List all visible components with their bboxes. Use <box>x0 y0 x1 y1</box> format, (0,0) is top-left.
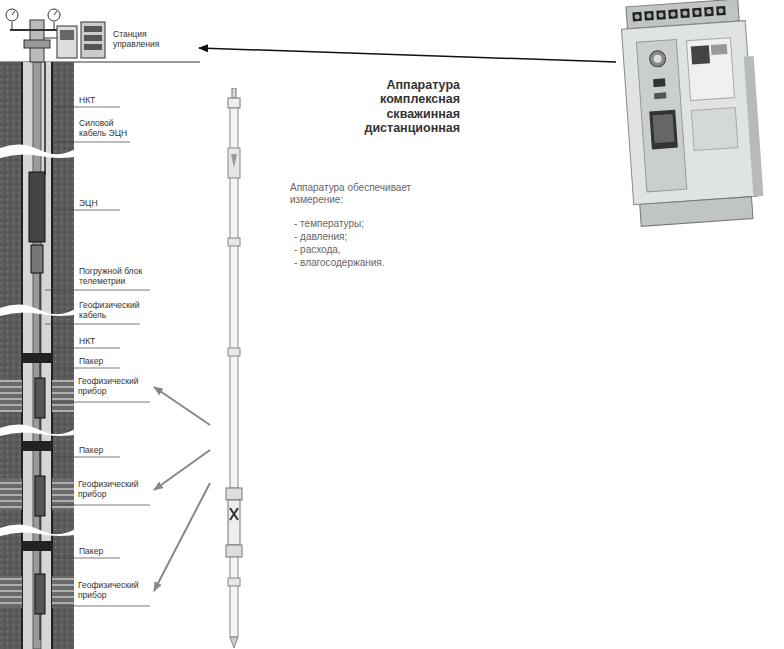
node-heading: Аппаратура обеспечивает измерение: <box>290 182 440 205</box>
node-text: - давления; <box>294 231 434 243</box>
node-heading: Станция управления <box>113 30 185 50</box>
node-text: - влагосодержания. <box>294 257 434 269</box>
part-label: Погружной блок телеметрии <box>78 267 160 287</box>
connector-arrow <box>154 387 210 425</box>
part-label: Силовой кабель ЭЦН <box>78 119 140 139</box>
connector-arrow <box>199 48 616 62</box>
node-heading: Аппаратура комплексная скважинная дистан… <box>340 78 460 136</box>
downhole-tool-drawing <box>222 88 246 649</box>
device-photo <box>620 0 780 240</box>
node-text: Геофизический прибор <box>78 377 150 397</box>
control-station: Станция управления <box>55 18 195 60</box>
instrument-label: Геофизический прибор <box>78 480 150 500</box>
part-label: Геофизический кабель <box>78 301 150 321</box>
node-text: Геофизический прибор <box>78 480 150 500</box>
connector-arrow <box>154 483 210 591</box>
part-label: НКТ <box>78 96 96 106</box>
instrument-label: Геофизический прибор <box>78 377 150 397</box>
surface-device: Аппаратура комплексная скважинная дистан… <box>330 0 780 245</box>
part-label: Пакер <box>78 547 104 557</box>
part-label: Пакер <box>78 446 104 456</box>
node-text: Геофизический прибор <box>78 581 150 601</box>
control-station-icon <box>55 18 111 60</box>
part-label: ЭЦН <box>78 199 99 209</box>
connector-arrow <box>154 450 210 490</box>
node-text: - расхода, <box>294 244 434 256</box>
node-text: - температуры; <box>294 218 434 230</box>
instrument-label: Геофизический прибор <box>78 581 150 601</box>
downhole-tool: Аппаратура обеспечивает измерение: - темп… <box>210 88 440 649</box>
part-label: Пакер <box>78 357 104 367</box>
part-label: НКТ <box>78 337 96 347</box>
